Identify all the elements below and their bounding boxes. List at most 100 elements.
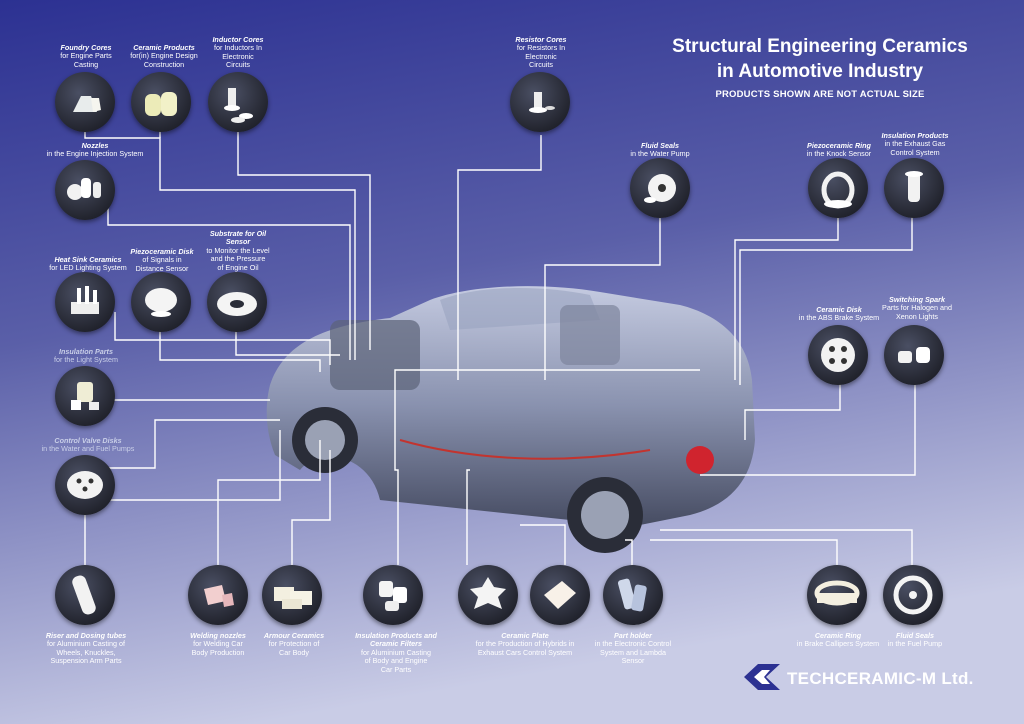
label-ceramic-products: Ceramic Products for(in) Engine Design C… xyxy=(122,43,206,69)
label-title: Fluid Seals xyxy=(896,631,934,640)
label-desc: Body Production xyxy=(191,647,245,657)
label-title: Insulation Products and Ceramic Filters xyxy=(355,631,437,649)
label-desc: Circuits xyxy=(529,60,553,70)
valve-disk-icon xyxy=(55,455,115,515)
ceramic-tubes-icon xyxy=(131,72,191,132)
label-title: Ceramic Products xyxy=(133,43,195,52)
label-title: Switching Spark xyxy=(889,295,945,304)
label-desc: in Brake Callipers System xyxy=(796,639,880,649)
label-desc: for Protection of xyxy=(268,639,320,649)
label-desc: in the Fuel Pump xyxy=(887,639,943,649)
label-desc: for Aluminium Casting xyxy=(361,647,431,657)
label-desc: Exhaust Cars Control System xyxy=(477,647,573,657)
label-desc: in the Electronic Control xyxy=(594,639,672,649)
label-desc: for Welding Car xyxy=(193,639,243,649)
page-subtitle: PRODUCTS SHOWN ARE NOT ACTUAL SIZE xyxy=(715,89,925,100)
foundry-cores-icon xyxy=(55,72,115,132)
label-riser: Riser and Dosing tubes for Aluminium Cas… xyxy=(36,631,136,666)
label-title: Insulation Parts xyxy=(59,347,113,356)
label-heat-sink: Heat Sink Ceramics for LED Lighting Syst… xyxy=(38,255,138,273)
label-desc: Sensor xyxy=(621,656,645,666)
label-desc: for Engine Parts xyxy=(60,51,112,61)
nozzles-icon xyxy=(55,160,115,220)
riser-tube-icon xyxy=(55,565,115,625)
label-part-holder: Part holder in the Electronic Control Sy… xyxy=(588,631,678,666)
label-fluid-seals-fuel: Fluid Seals in the Fuel Pump xyxy=(880,631,950,649)
label-title: Resistor Cores xyxy=(515,35,567,44)
label-desc: Wheels, Knuckles, xyxy=(56,647,116,657)
label-desc: in the Water Pump xyxy=(630,149,690,159)
label-switching-spark: Switching Spark Parts for Halogen and Xe… xyxy=(874,295,960,321)
label-desc: in the ABS Brake System xyxy=(798,313,880,323)
label-title: Welding nozzles xyxy=(190,631,246,640)
title-line-1: Structural Engineering Ceramics xyxy=(672,36,968,57)
label-title: Nozzles xyxy=(81,141,109,150)
part-holder-icon xyxy=(603,565,663,625)
label-title: Ceramic Ring xyxy=(814,631,862,640)
label-desc: Electronic xyxy=(222,51,254,61)
label-desc: Casting xyxy=(73,59,99,69)
label-title: Fluid Seals xyxy=(641,141,679,150)
label-desc: in the Engine Injection System xyxy=(46,149,144,159)
label-title: Control Valve Disks xyxy=(54,436,122,445)
label-title: Inductor Cores xyxy=(212,35,264,44)
label-desc: for Aluminium Casting of xyxy=(47,639,125,649)
label-nozzles: Nozzles in the Engine Injection System xyxy=(30,141,160,159)
substrate-ring-icon xyxy=(207,272,267,332)
label-desc: in the Exhaust Gas xyxy=(884,139,946,149)
label-desc: for Inductors In xyxy=(214,43,262,53)
label-title: Foundry Cores xyxy=(60,43,112,52)
label-desc: Xenon Lights xyxy=(896,311,938,321)
label-desc: of Body and Engine xyxy=(364,656,428,666)
label-desc: for the Light System xyxy=(54,355,118,365)
fuel-seal-icon xyxy=(883,565,943,625)
label-title: Piezoceramic Disk xyxy=(130,247,194,256)
label-piezo-ring: Piezoceramic Ring in the Knock Sensor xyxy=(800,141,878,159)
label-desc: of Signals in xyxy=(142,255,182,265)
label-filters: Insulation Products and Ceramic Filters … xyxy=(348,631,444,674)
ceramic-plate-icon xyxy=(458,565,518,625)
label-inductor-cores: Inductor Cores for Inductors In Electron… xyxy=(200,35,276,70)
label-title: Heat Sink Ceramics xyxy=(54,255,122,264)
insulator-icon xyxy=(884,158,944,218)
label-desc: Construction xyxy=(143,59,185,69)
label-ceramic-ring: Ceramic Ring in Brake Callipers System xyxy=(790,631,886,649)
label-title: Ceramic Disk xyxy=(816,305,862,314)
label-title: Part holder xyxy=(614,631,652,640)
label-desc: System and Lambda xyxy=(600,647,666,657)
label-desc: for LED Lighting System xyxy=(49,263,127,273)
car-illustration xyxy=(266,286,755,553)
label-desc: Parts for Halogen and xyxy=(882,303,952,313)
label-title: Insulation Products xyxy=(881,131,949,140)
label-desc: of Engine Oil xyxy=(217,262,259,272)
resistor-cores-icon xyxy=(510,72,570,132)
label-armour: Armour Ceramics for Protection of Car Bo… xyxy=(256,631,332,657)
ceramic-ring-icon xyxy=(807,565,867,625)
label-ceramic-disk: Ceramic Disk in the ABS Brake System xyxy=(794,305,884,323)
label-title: Armour Ceramics xyxy=(263,631,325,640)
brand-name: TECHCERAMIC-M Ltd. xyxy=(787,669,974,688)
label-desc: for Resistors In xyxy=(516,43,566,53)
label-fluid-seals-water: Fluid Seals in the Water Pump xyxy=(618,141,702,159)
welding-nozzle-icon xyxy=(188,565,248,625)
filters-icon xyxy=(363,565,423,625)
title-line-2: in Automotive Industry xyxy=(716,61,924,82)
label-desc: Suspension Arm Parts xyxy=(50,656,122,666)
page-title: Structural Engineering Ceramics in Autom… xyxy=(630,34,1010,84)
label-title: Substrate for Oil Sensor xyxy=(209,229,267,247)
label-desc: for(in) Engine Design xyxy=(130,51,198,61)
label-title: Piezoceramic Ring xyxy=(807,141,871,150)
label-insulation-exhaust: Insulation Products in the Exhaust Gas C… xyxy=(874,131,956,157)
label-desc: for the Production of Hybrids in xyxy=(475,639,575,649)
heat-sink-icon xyxy=(55,272,115,332)
label-substrate: Substrate for Oil Sensor to Monitor the … xyxy=(198,229,278,272)
label-insulation-parts: Insulation Parts for the Light System xyxy=(38,347,134,365)
ceramic-plate-square-icon xyxy=(530,565,590,625)
piezo-ring-icon xyxy=(808,158,868,218)
label-control-valve: Control Valve Disks in the Water and Fue… xyxy=(30,436,146,454)
label-title: Riser and Dosing tubes xyxy=(45,631,127,640)
perforated-disk-icon xyxy=(808,325,868,385)
label-desc: in the Water and Fuel Pumps xyxy=(41,444,135,454)
insulation-parts-icon xyxy=(55,366,115,426)
label-desc: in the Knock Sensor xyxy=(806,149,872,159)
